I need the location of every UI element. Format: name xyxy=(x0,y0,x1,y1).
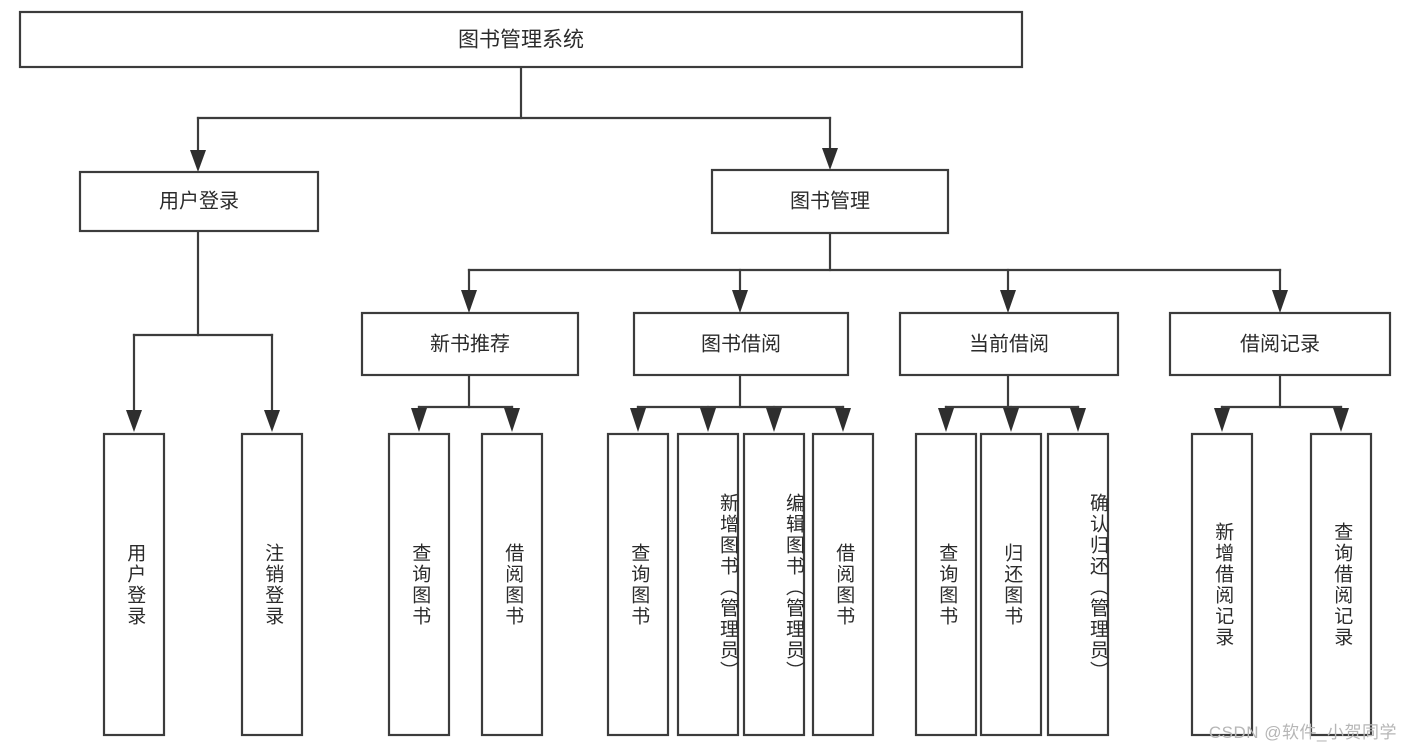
node-new-book-recommend[interactable]: 新书推荐 xyxy=(360,311,580,377)
arrow-head-leaf-edit-book xyxy=(766,408,782,432)
arrow-head-leaf-query-book-3 xyxy=(938,408,954,432)
node-book-manage-label: 图书管理 xyxy=(790,189,870,212)
node-title-box[interactable] xyxy=(18,10,1024,69)
arrow-head-leaf-query-book-1 xyxy=(411,408,427,432)
node-title[interactable]: 图书管理系统 xyxy=(18,10,1024,69)
arrow-head-leaf-borrow-book-1 xyxy=(504,408,520,432)
node-leaf-borrow-book-1-box[interactable] xyxy=(480,432,544,737)
node-book-manage-box[interactable] xyxy=(710,168,950,235)
node-current-borrow[interactable]: 当前借阅 xyxy=(898,311,1120,377)
node-leaf-borrow-book-2-box[interactable] xyxy=(811,432,875,737)
node-new-book-recommend-box[interactable] xyxy=(360,311,580,377)
arrow-head-leaf-logout-login xyxy=(264,410,280,432)
node-layer: 图书管理系统 用户登录 图书管理 新书推荐 图书借阅 xyxy=(18,10,1392,737)
node-book-borrow[interactable]: 图书借阅 xyxy=(632,311,850,377)
node-user-login-box[interactable] xyxy=(78,170,320,233)
arrow-head-user-login xyxy=(190,150,206,172)
node-leaf-query-book-2-box[interactable] xyxy=(606,432,670,737)
node-leaf-logout-login-box[interactable] xyxy=(240,432,304,737)
node-leaf-add-book-box[interactable] xyxy=(676,432,740,737)
node-book-borrow-label: 图书借阅 xyxy=(701,332,781,355)
node-leaf-query-book-1-box[interactable] xyxy=(387,432,451,737)
arrow-head-book-borrow xyxy=(732,290,748,313)
arrow-head-leaf-return-book xyxy=(1003,408,1019,432)
node-current-borrow-label: 当前借阅 xyxy=(969,332,1049,355)
node-borrow-record-box[interactable] xyxy=(1168,311,1392,377)
arrow-head-new-book-recommend xyxy=(461,290,477,313)
node-leaf-return-book-box[interactable] xyxy=(979,432,1043,737)
node-user-login[interactable]: 用户登录 xyxy=(78,170,320,233)
node-book-manage[interactable]: 图书管理 xyxy=(710,168,950,235)
node-current-borrow-box[interactable] xyxy=(898,311,1120,377)
arrow-head-leaf-user-login xyxy=(126,410,142,432)
arrow-head-current-borrow xyxy=(1000,290,1016,313)
node-new-book-recommend-label: 新书推荐 xyxy=(430,332,510,355)
arrow-head-borrow-record xyxy=(1272,290,1288,313)
node-leaf-edit-book-box[interactable] xyxy=(742,432,806,737)
node-borrow-record[interactable]: 借阅记录 xyxy=(1168,311,1392,377)
arrow-head-leaf-query-book-2 xyxy=(630,408,646,432)
node-leaf-query-record-box[interactable] xyxy=(1309,432,1373,737)
node-leaf-add-record-box[interactable] xyxy=(1190,432,1254,737)
arrow-head-leaf-confirm-return xyxy=(1070,408,1086,432)
arrow-head-leaf-add-record xyxy=(1214,408,1230,432)
node-title-label: 图书管理系统 xyxy=(458,29,584,52)
arrow-head-leaf-query-record xyxy=(1333,408,1349,432)
arrow-head-leaf-borrow-book-2 xyxy=(835,408,851,432)
arrow-head-leaf-add-book xyxy=(700,408,716,432)
node-leaf-confirm-return-box[interactable] xyxy=(1046,432,1110,737)
arrow-head-book-manage xyxy=(822,148,838,170)
node-leaf-query-book-3-box[interactable] xyxy=(914,432,978,737)
node-book-borrow-box[interactable] xyxy=(632,311,850,377)
watermark-text: CSDN @软件_小贺同学 xyxy=(1208,723,1397,742)
connector-layer xyxy=(126,65,1349,432)
node-borrow-record-label: 借阅记录 xyxy=(1240,332,1320,355)
node-leaf-user-login-box[interactable] xyxy=(102,432,166,737)
node-user-login-label: 用户登录 xyxy=(159,189,239,212)
